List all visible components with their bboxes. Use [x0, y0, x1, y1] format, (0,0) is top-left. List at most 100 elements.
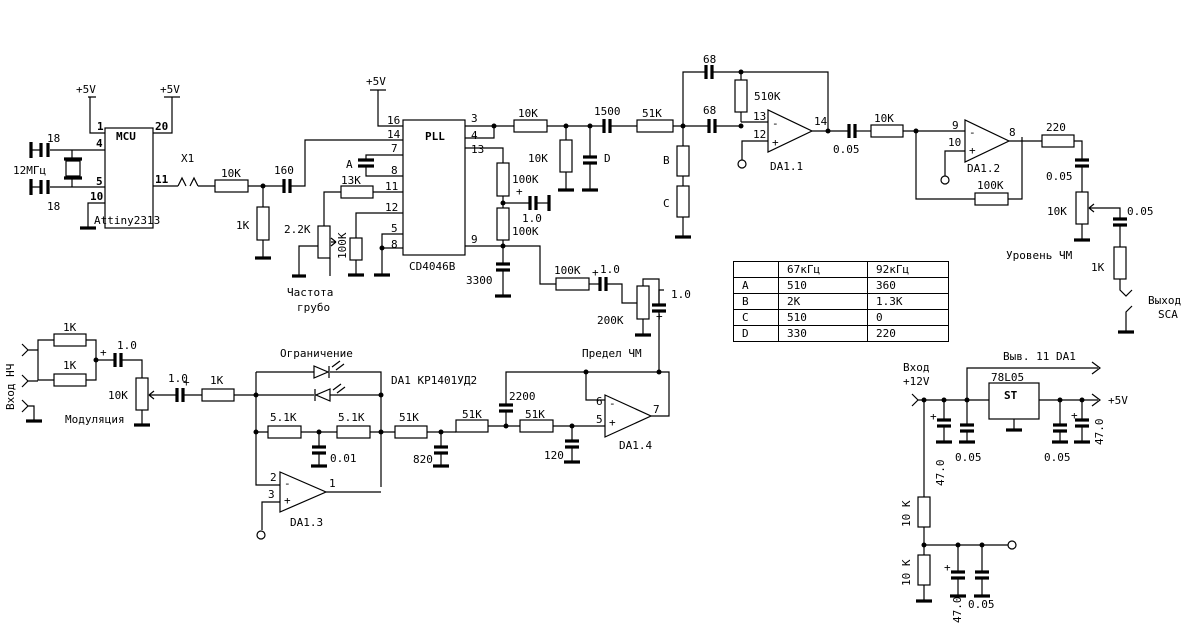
pot-200k	[636, 285, 650, 320]
mcu-name: MCU	[116, 130, 136, 143]
table-row: A 510 360	[733, 277, 949, 294]
r-10k-b-label: 10K	[528, 152, 548, 165]
da1-1-pin-12: 12	[753, 128, 766, 141]
table-row: D 330 220	[733, 325, 949, 342]
c-47-c-label: 47.0	[951, 597, 964, 624]
r-510k	[734, 79, 748, 113]
mcu-pin-4: 4	[96, 137, 103, 150]
c-2200-label: 2200	[509, 390, 536, 403]
c-1-0-b-label: 1.0	[522, 212, 542, 225]
r-10k-c-label: 10K	[874, 112, 894, 125]
r-100k-pll-label: 100K	[336, 232, 349, 259]
da1-4-pin-7: 7	[653, 403, 660, 416]
table-header-cell: 92кГц	[867, 261, 949, 278]
pll-pin-14: 14	[387, 128, 401, 141]
r-10k-c	[870, 124, 904, 138]
table-row: B 2K 1.3K	[733, 293, 949, 310]
da1-4-pin-6: 6	[596, 395, 603, 408]
pll-pin-5: 5	[391, 222, 398, 235]
r-220-label: 220	[1046, 121, 1066, 134]
pll-pin-13: 13	[471, 143, 484, 156]
table-cell: D	[733, 325, 779, 342]
da1-2-pin-9: 9	[952, 119, 959, 132]
table-cell: 360	[867, 277, 949, 294]
da1-3-pin-3: 3	[268, 488, 275, 501]
cap-d-label: D	[604, 152, 611, 165]
r-51k-a-label: 51K	[642, 107, 662, 120]
opamp-da1-4-minus: -	[609, 397, 616, 410]
r-1k-mod	[201, 388, 235, 402]
r-c	[676, 185, 690, 218]
r-100k-c-label: 100K	[512, 225, 539, 238]
mcu-pin-1: 1	[97, 120, 104, 133]
regulator-marking: ST	[1004, 389, 1018, 402]
out-label-1: Выход	[1148, 294, 1181, 307]
c-3300-label: 3300	[466, 274, 493, 287]
crystal-label: 12МГц	[13, 164, 46, 177]
c-68-top-label: 68	[703, 53, 716, 66]
limiter-label: Ограничение	[280, 347, 353, 360]
pll-pin-4: 4	[471, 129, 478, 142]
r-1k-in1-label: 1K	[63, 321, 77, 334]
c-1-0-fm-label: 1.0	[600, 263, 620, 276]
table-cell: 1.3K	[867, 293, 949, 310]
c-1500-label: 1500	[594, 105, 621, 118]
r-1k-mod-label: 1K	[210, 374, 224, 387]
table-cell: 2K	[778, 293, 868, 310]
c18-bottom-label: 18	[47, 200, 60, 213]
r-13k-label: 13K	[341, 174, 361, 187]
opamp-da1-1-plus: +	[772, 136, 779, 149]
supply-input-label-2: +12V	[903, 375, 930, 388]
c-160-label: 160	[274, 164, 294, 177]
c-005-b-label: 0.05	[1046, 170, 1073, 183]
r-13k	[340, 185, 374, 199]
da1-2-name: DA1.2	[967, 162, 1000, 175]
r-10k-a-label: 10K	[518, 107, 538, 120]
opamp-section-top: 68 510K 68 - + 13 12 14 DA1.1 B C 0.05 1…	[663, 53, 1181, 334]
r-1k-mcu	[256, 206, 270, 241]
opamp-da1-1-minus: -	[772, 117, 779, 130]
c-1-0-mod-plus: +	[183, 376, 190, 389]
pll-pin-3: 3	[471, 112, 478, 125]
r-51k-2	[455, 419, 489, 433]
mcu-vcc1-label: +5V	[76, 83, 96, 96]
r-1k-out-label: 1K	[1091, 261, 1105, 274]
out-label-2: SCA	[1158, 308, 1178, 321]
table-cell: 330	[778, 325, 868, 342]
da1-1-pin-14: 14	[814, 115, 828, 128]
r-5k1-b	[336, 425, 371, 439]
r-5k1-b-label: 5.1K	[338, 411, 365, 424]
led-diode-1	[313, 365, 330, 379]
c-1-0-in-label: 1.0	[117, 339, 137, 352]
vcc-out-label: +5V	[1108, 394, 1128, 407]
table-cell: B	[733, 293, 779, 310]
r-10k-in-label: 10K	[221, 167, 241, 180]
supply-input-label-1: Вход	[903, 361, 930, 374]
pot-2k2	[317, 225, 331, 259]
r-5k1-a	[267, 425, 302, 439]
pot-10k-level-label: 10K	[1047, 205, 1067, 218]
regulator-78l05	[988, 382, 1040, 420]
pll-vcc-label: +5V	[366, 75, 386, 88]
r-100k-fm-label: 100K	[554, 264, 581, 277]
r-b	[676, 145, 690, 177]
c-47-b-label: 47.0	[1093, 419, 1106, 446]
r-10k-div1-label: 10 K	[900, 500, 913, 527]
da1-3-pin-1: 1	[329, 477, 336, 490]
r-510k-label: 510K	[754, 90, 781, 103]
r-51k-3	[519, 419, 554, 433]
da1-3-name: DA1.3	[290, 516, 323, 529]
pot-10k-mod-label: 10K	[108, 389, 128, 402]
r-1k-in2-label: 1K	[63, 359, 77, 372]
r-c-label: C	[663, 197, 670, 210]
fm-level-label: Уровень ЧМ	[1006, 249, 1073, 262]
pll-chip	[402, 119, 466, 256]
r-100k-b-label: 100K	[512, 173, 539, 186]
c-820-label: 820	[413, 453, 433, 466]
c-68-mid-label: 68	[703, 104, 716, 117]
led-diode-2	[314, 388, 331, 402]
r-b-label: B	[663, 154, 670, 167]
mcu-pin-11: 11	[155, 173, 169, 186]
r-1k-in2	[53, 373, 87, 387]
table-cell: 510	[778, 309, 868, 326]
